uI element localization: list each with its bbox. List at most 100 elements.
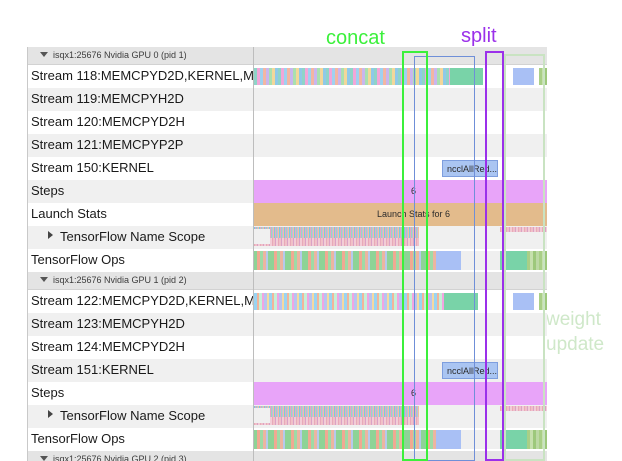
track-label-text: TensorFlow Name Scope: [60, 229, 206, 244]
track-lane[interactable]: [254, 88, 547, 111]
activity-block[interactable]: [513, 293, 534, 310]
group-label: isqx1:25676 Nvidia GPU 1 (pid 2): [53, 275, 187, 285]
track-lane[interactable]: [254, 313, 547, 336]
track-row[interactable]: Stream 120:MEMCPYD2H: [28, 111, 547, 134]
track-row[interactable]: Stream 118:MEMCPYD2D,KERNEL,ME: [28, 65, 547, 88]
activity-band[interactable]: [539, 293, 547, 310]
track-lane[interactable]: [254, 290, 547, 313]
steps-bar[interactable]: 6: [254, 180, 547, 203]
track-lane[interactable]: ncclAllRed...: [254, 359, 547, 382]
activity-block[interactable]: [444, 293, 478, 310]
ops-gap[interactable]: [461, 251, 500, 270]
nccl-event-label: ncclAllRed...: [447, 366, 497, 376]
steps-bar-label: 6: [410, 388, 416, 398]
annotation-cutoff-orange: [369, 0, 374, 8]
group-header-gpu1[interactable]: isqx1:25676 Nvidia GPU 1 (pid 2): [28, 272, 547, 290]
track-lane[interactable]: [254, 336, 547, 359]
name-scope-band[interactable]: [254, 406, 419, 417]
track-label[interactable]: TensorFlow Name Scope: [48, 408, 270, 423]
ops-band[interactable]: [527, 251, 547, 270]
track-lane[interactable]: [254, 134, 547, 157]
track-lane[interactable]: [254, 226, 547, 249]
annotation-split: split: [461, 25, 497, 47]
track-row[interactable]: Stream 150:KERNEL ncclAllRed...: [28, 157, 547, 180]
track-label-text: TensorFlow Name Scope: [60, 408, 206, 423]
nccl-event-label: ncclAllRed...: [447, 164, 497, 174]
track-label: TensorFlow Ops: [31, 431, 253, 446]
track-label: Steps: [31, 183, 253, 198]
name-scope-band[interactable]: [500, 227, 547, 232]
steps-bar-label: 6: [410, 186, 416, 196]
track-lane[interactable]: [254, 111, 547, 134]
collapse-triangle-icon[interactable]: [40, 52, 48, 57]
track-label: Launch Stats: [31, 206, 253, 221]
nccl-event-block[interactable]: ncclAllRed...: [442, 362, 498, 379]
nccl-event-block[interactable]: ncclAllRed...: [442, 160, 498, 177]
track-row[interactable]: Stream 119:MEMCPYH2D: [28, 88, 547, 111]
track-row[interactable]: Stream 122:MEMCPYD2D,KERNEL,MI: [28, 290, 547, 313]
activity-block[interactable]: [513, 68, 534, 85]
track-label[interactable]: TensorFlow Name Scope: [48, 229, 270, 244]
track-lane[interactable]: Launch Stats for 6: [254, 203, 547, 226]
collapse-triangle-icon[interactable]: [40, 277, 48, 282]
label-column-divider: [253, 47, 254, 461]
track-row[interactable]: TensorFlow Name Scope: [28, 405, 547, 428]
ops-band[interactable]: [527, 430, 547, 449]
steps-bar[interactable]: 6: [254, 382, 547, 405]
track-label: Stream 123:MEMCPYH2D: [31, 316, 253, 331]
ops-block[interactable]: [500, 430, 527, 449]
activity-band[interactable]: [254, 293, 444, 310]
launch-stats-label: Launch Stats for 6: [376, 209, 451, 219]
track-lane[interactable]: [254, 405, 547, 428]
track-label: Stream 120:MEMCPYD2H: [31, 114, 253, 129]
trace-viewer-panel[interactable]: isqx1:25676 Nvidia GPU 0 (pid 1) Stream …: [27, 47, 547, 461]
track-row[interactable]: Stream 151:KERNEL ncclAllRed...: [28, 359, 547, 382]
name-scope-band[interactable]: [500, 406, 547, 411]
group-label: isqx1:25676 Nvidia GPU 0 (pid 1): [53, 50, 187, 60]
track-lane[interactable]: [254, 249, 547, 272]
name-scope-band[interactable]: [254, 227, 419, 238]
track-lane[interactable]: 6: [254, 180, 547, 203]
track-row[interactable]: Stream 121:MEMCPYP2P: [28, 134, 547, 157]
track-lane[interactable]: 6: [254, 382, 547, 405]
track-row[interactable]: TensorFlow Name Scope: [28, 226, 547, 249]
track-lane[interactable]: [254, 65, 547, 88]
ops-band[interactable]: [254, 430, 436, 449]
name-scope-band[interactable]: [254, 417, 419, 425]
track-lane[interactable]: [254, 428, 547, 451]
expand-caret-icon[interactable]: [48, 410, 53, 418]
ops-block[interactable]: [436, 430, 461, 449]
track-label: Steps: [31, 385, 253, 400]
track-lane[interactable]: ncclAllRed...: [254, 157, 547, 180]
expand-caret-icon[interactable]: [48, 231, 53, 239]
annotation-weight-update: weight update: [546, 307, 604, 357]
track-label: Stream 121:MEMCPYP2P: [31, 137, 253, 152]
track-label: Stream 118:MEMCPYD2D,KERNEL,ME: [31, 68, 253, 83]
track-label: Stream 119:MEMCPYH2D: [31, 91, 253, 106]
group-header-gpu0[interactable]: isqx1:25676 Nvidia GPU 0 (pid 1): [28, 47, 547, 65]
ops-block[interactable]: [500, 251, 527, 270]
name-scope-band[interactable]: [254, 238, 419, 246]
activity-band[interactable]: [539, 68, 547, 85]
track-row[interactable]: TensorFlow Ops: [28, 249, 547, 272]
track-row[interactable]: Steps 6: [28, 382, 547, 405]
ops-band[interactable]: [254, 251, 436, 270]
activity-block[interactable]: [450, 68, 483, 85]
track-row[interactable]: Stream 123:MEMCPYH2D: [28, 313, 547, 336]
ops-gap[interactable]: [461, 430, 500, 449]
track-label: Stream 124:MEMCPYD2H: [31, 339, 253, 354]
activity-band[interactable]: [254, 68, 450, 85]
track-label: Stream 122:MEMCPYD2D,KERNEL,MI: [31, 293, 253, 308]
track-label: Stream 151:KERNEL: [31, 362, 253, 377]
track-row[interactable]: Launch Stats Launch Stats for 6: [28, 203, 547, 226]
ops-block[interactable]: [436, 251, 461, 270]
annotation-weight-line2: update: [546, 334, 605, 355]
track-label: Stream 150:KERNEL: [31, 160, 253, 175]
track-row[interactable]: TensorFlow Ops: [28, 428, 547, 451]
group-header-gpu2[interactable]: isqx1:25676 Nvidia GPU 2 (pid 3): [28, 451, 547, 461]
track-row[interactable]: Stream 124:MEMCPYD2H: [28, 336, 547, 359]
launch-stats-bar[interactable]: Launch Stats for 6: [254, 203, 547, 226]
track-row[interactable]: Steps 6: [28, 180, 547, 203]
track-label: TensorFlow Ops: [31, 252, 253, 267]
collapse-triangle-icon[interactable]: [40, 456, 48, 461]
